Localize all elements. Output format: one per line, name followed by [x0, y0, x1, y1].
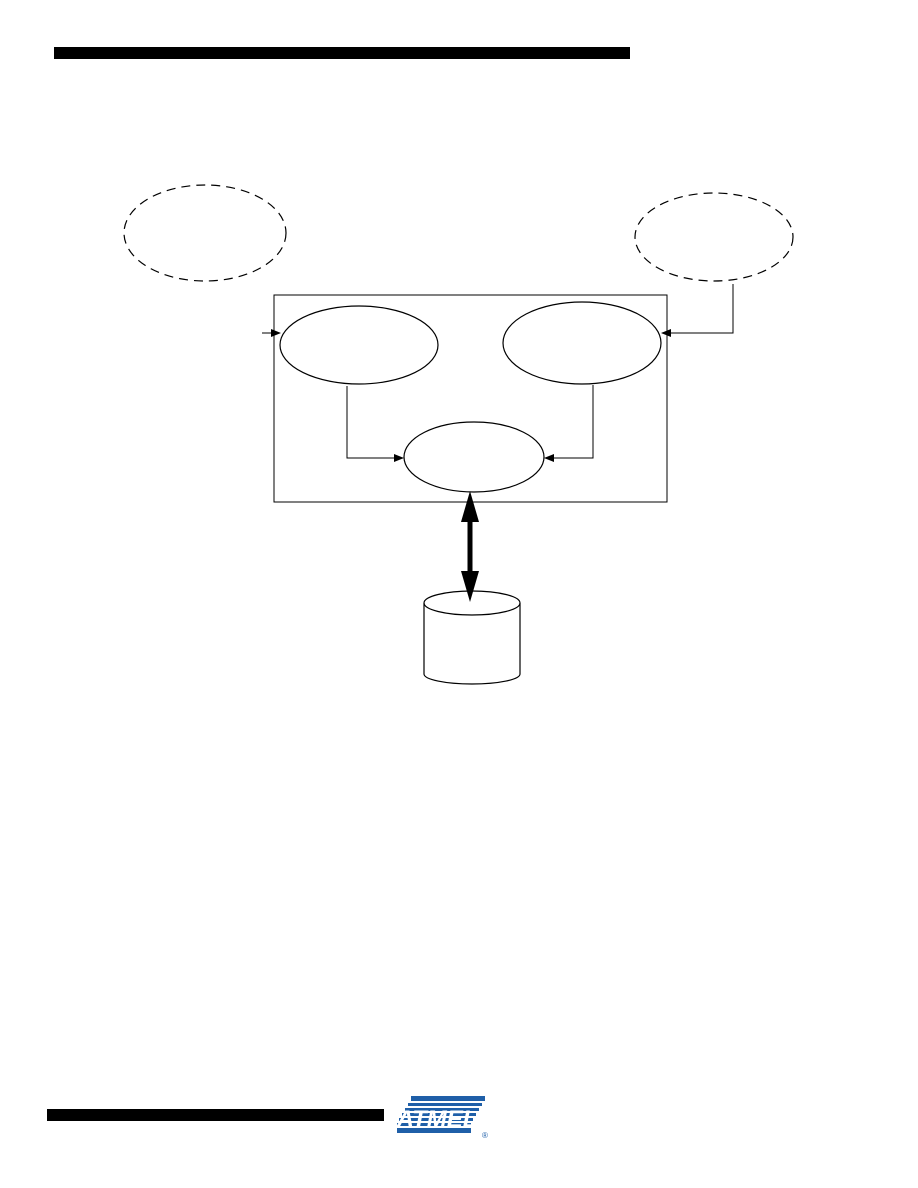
flow-process-right-to-center [544, 385, 594, 462]
svg-text:ATMEL: ATMEL [397, 1106, 477, 1133]
process-center [403, 421, 545, 493]
external-entity-left [123, 184, 287, 282]
arrowhead-down [461, 571, 479, 602]
arrowhead-up [461, 491, 479, 522]
atmel-logo: ATMEL ® [397, 1096, 488, 1140]
header-rule [54, 47, 630, 59]
process-right [502, 301, 662, 385]
flow-external-right-to-process-right [661, 284, 734, 337]
process-left [279, 305, 439, 385]
svg-text:®: ® [482, 1131, 488, 1140]
data-store-cylinder [423, 590, 521, 685]
external-entity-right [634, 192, 794, 282]
system-boundary [273, 294, 668, 503]
footer-rule [47, 1109, 384, 1121]
flow-process-left-to-center [346, 386, 404, 462]
